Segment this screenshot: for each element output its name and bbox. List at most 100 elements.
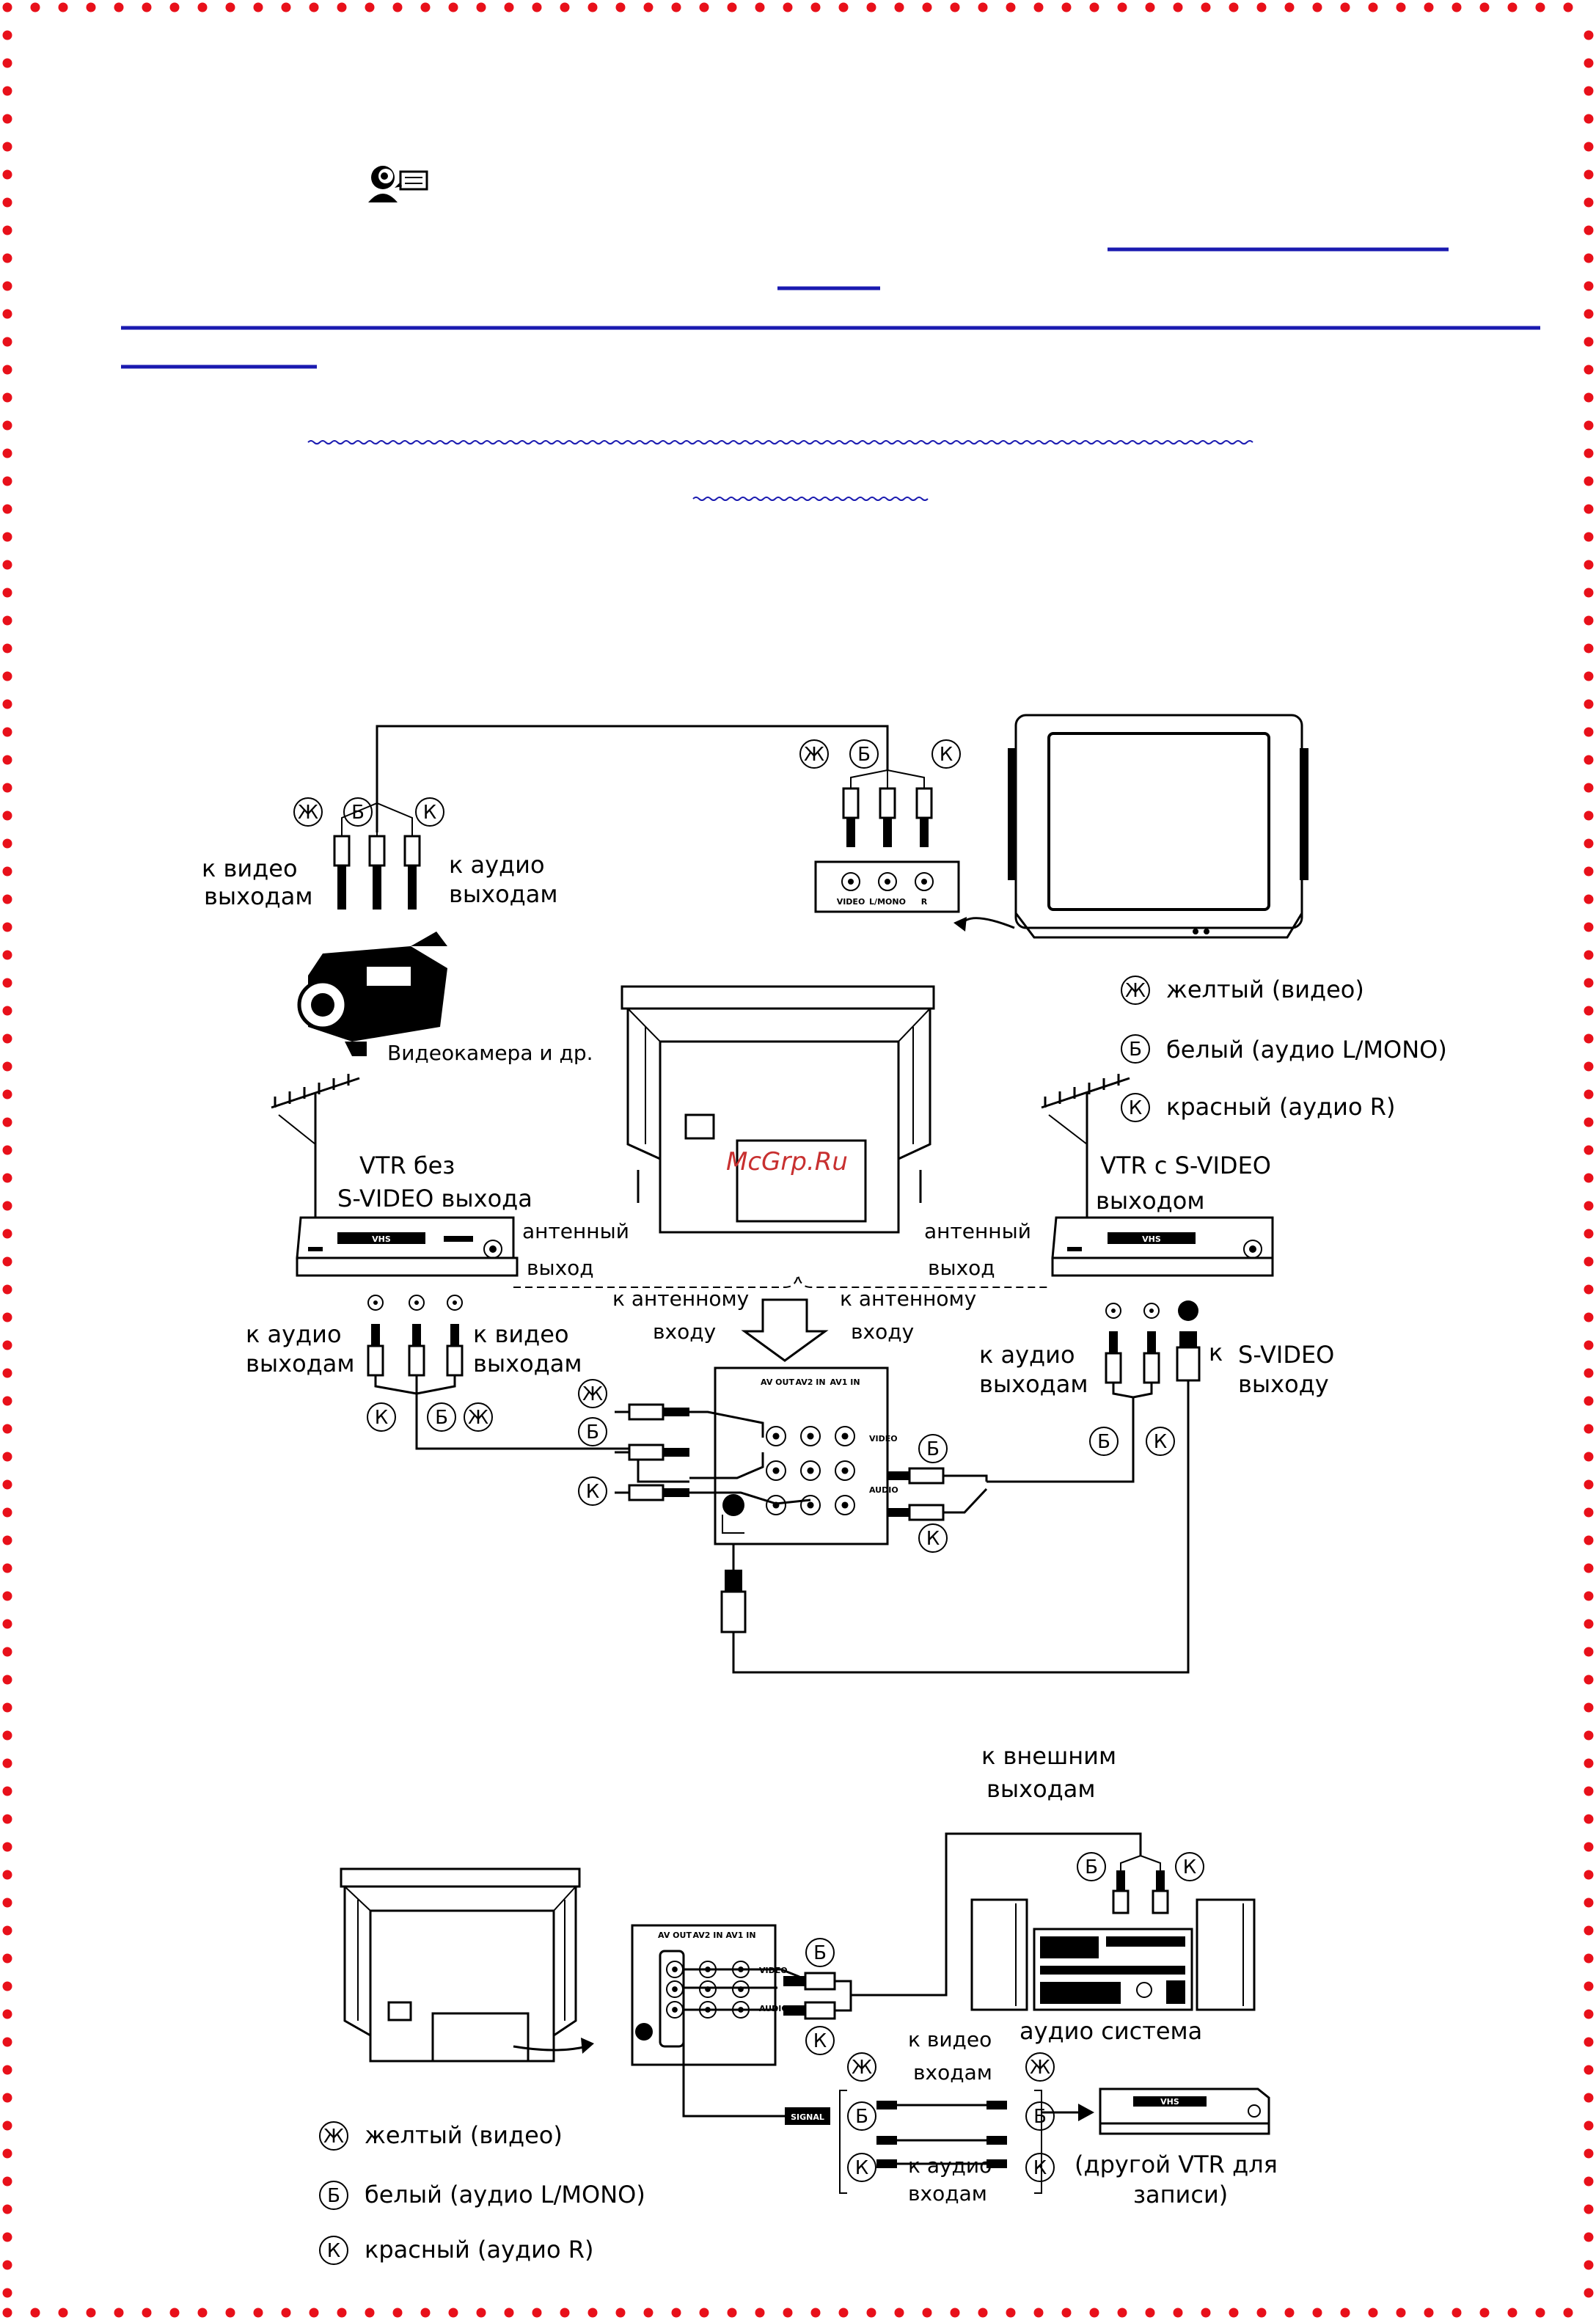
rear-tv-2: [340, 1867, 594, 2063]
svg-text:белый (аудио L/MONO): белый (аудио L/MONO): [365, 2181, 645, 2209]
camcorder-plugs: [333, 835, 421, 910]
svg-text:К: К: [327, 2240, 340, 2262]
audio-system-label: аудио система: [1020, 2017, 1202, 2045]
svg-text:R: R: [921, 897, 928, 907]
svg-text:Ж: Ж: [1030, 2057, 1050, 2079]
other-vtr-label-2: записи): [1133, 2181, 1228, 2209]
svg-text:Б: Б: [1033, 2106, 1047, 2128]
svg-text:VHS: VHS: [1160, 2097, 1179, 2107]
vtr-left-outputs: К Б Ж: [367, 1295, 689, 1483]
svg-text:желтый (видео): желтый (видео): [365, 2121, 563, 2149]
svg-text:AUDIO: AUDIO: [869, 1485, 898, 1495]
audio-in-label: к аудио: [908, 2153, 992, 2178]
antenna-in-right: к антенному: [840, 1287, 976, 1311]
svg-text:К: К: [940, 744, 953, 766]
vtr-right: VHS: [1041, 1074, 1274, 1277]
vtr-right-antenna-out-2: выход: [928, 1256, 995, 1280]
svg-text:Б: Б: [1085, 1856, 1098, 1878]
vtr-right-antenna-out: антенный: [924, 1219, 1031, 1243]
svg-text:К: К: [586, 1481, 599, 1503]
front-tv: [953, 714, 1308, 939]
antenna-brace: [513, 1274, 1049, 1362]
legend-2: Ж желтый (видео) Б белый (аудио L/MONO) …: [319, 2121, 645, 2265]
svg-text:AV1 IN: AV1 IN: [830, 1377, 860, 1387]
svg-text:AV OUT: AV OUT: [761, 1377, 794, 1387]
av-panel-1-right-plugs: Б К: [887, 1434, 988, 1553]
svg-text:VIDEO: VIDEO: [869, 1434, 898, 1443]
svg-text:Б: Б: [351, 802, 365, 824]
svg-text:К: К: [813, 2030, 827, 2052]
rear-tv: [621, 985, 935, 1234]
audio-system-icon: [970, 1898, 1256, 2011]
svg-text:Ж: Ж: [1125, 980, 1146, 1002]
watermark: McGrp.Ru: [726, 1147, 848, 1177]
svg-text:Б: Б: [813, 1942, 827, 1964]
vtr-right-svideo-out: S-VIDEO: [1238, 1341, 1334, 1369]
svg-text:К: К: [423, 802, 436, 824]
av-panel-1-jacks: [722, 1426, 855, 1516]
camcorder-to-audio-label-2: выходам: [449, 880, 558, 908]
external-outputs-label: к внешним: [981, 1742, 1116, 1770]
vtr-right-title-1: VTR с S-VIDEO: [1100, 1152, 1271, 1179]
svideo-plug-1: [720, 1570, 747, 1633]
camcorder-to-audio-label: к аудио: [449, 851, 545, 879]
svg-text:Ж: Ж: [852, 2057, 872, 2079]
svg-text:Ж: Ж: [298, 802, 318, 824]
legend-1: Ж желтый (видео) Б белый (аудио L/MONO) …: [1121, 976, 1447, 1122]
av-panel-1-left-plugs: Ж Б К: [578, 1379, 689, 1506]
camcorder-plug-codes: Ж Б К: [293, 797, 444, 827]
other-vtr-label: (другой VTR для: [1075, 2151, 1278, 2178]
vtr-right-title-2: выходом: [1096, 1187, 1204, 1215]
svg-text:К: К: [1033, 2157, 1047, 2179]
svg-text:Б: Б: [855, 2106, 868, 2128]
svg-text:красный (аудио R): красный (аудио R): [365, 2236, 593, 2264]
audio-system-cables: Б К Б К: [684, 1832, 1204, 2055]
vtr-right-outputs: Б К: [732, 1300, 1201, 1674]
svg-text:К: К: [855, 2157, 868, 2179]
av-panel-1-cables: [689, 1410, 811, 1570]
antenna-in-left: к антенному: [612, 1287, 749, 1311]
antenna-in-left-2: входу: [653, 1320, 716, 1344]
antenna-in-right-2: входу: [851, 1320, 914, 1344]
vtr-right-svideo-k: к: [1209, 1339, 1223, 1366]
external-outputs-label-2: выходам: [986, 1775, 1096, 1803]
svg-text:Б: Б: [1097, 1431, 1110, 1453]
svg-text:К: К: [926, 1528, 940, 1550]
vtr-left: VHS: [271, 1074, 519, 1277]
svg-text:Ж: Ж: [323, 2126, 344, 2148]
svg-text:L/MONO: L/MONO: [869, 897, 906, 907]
camcorder-label: Видеокамера и др.: [387, 1041, 593, 1065]
recorder-cables: SIGNAL Ж Б К Ж Б К: [682, 2028, 1094, 2194]
camcorder-front-cable: [341, 725, 925, 836]
svg-text:Б: Б: [1129, 1039, 1142, 1061]
svg-text:Б: Б: [327, 2185, 340, 2207]
video-in-label-2: входам: [913, 2060, 992, 2085]
svg-text:Б: Б: [435, 1407, 448, 1429]
camcorder-to-video-label: к видео: [202, 855, 298, 882]
vtr-left-title-1: VTR без: [359, 1152, 455, 1179]
camcorder-to-video-label-2: выходам: [204, 882, 313, 910]
svg-text:белый (аудио L/MONO): белый (аудио L/MONO): [1166, 1036, 1447, 1064]
audio-in-label-2: входам: [908, 2181, 987, 2206]
front-tv-plugs: Ж Б К: [799, 739, 961, 847]
svg-text:желтый (видео): желтый (видео): [1166, 976, 1364, 1003]
vtr-left-audio-out-2: выходам: [246, 1350, 355, 1377]
vtr-left-video-out: к видео: [473, 1320, 569, 1348]
svg-text:VHS: VHS: [372, 1234, 391, 1244]
video-in-label: к видео: [908, 2027, 992, 2052]
svg-text:VHS: VHS: [1142, 1234, 1161, 1244]
camcorder-icon: [297, 932, 447, 1056]
svg-text:Б: Б: [586, 1421, 599, 1443]
svg-text:красный (аудио R): красный (аудио R): [1166, 1093, 1395, 1121]
av-panel-1: AV OUT AV2 IN AV1 IN VIDEO AUDIO: [714, 1366, 898, 1545]
svg-text:К: К: [1183, 1856, 1196, 1878]
vtr-left-title-2: S-VIDEO выхода: [337, 1185, 532, 1212]
vtr-right-audio-out: к аудио: [979, 1341, 1075, 1369]
svg-text:Ж: Ж: [468, 1407, 488, 1429]
svg-text:AV2 IN: AV2 IN: [692, 1931, 722, 1940]
svg-text:Ж: Ж: [582, 1383, 603, 1405]
svg-text:К: К: [1129, 1097, 1142, 1119]
